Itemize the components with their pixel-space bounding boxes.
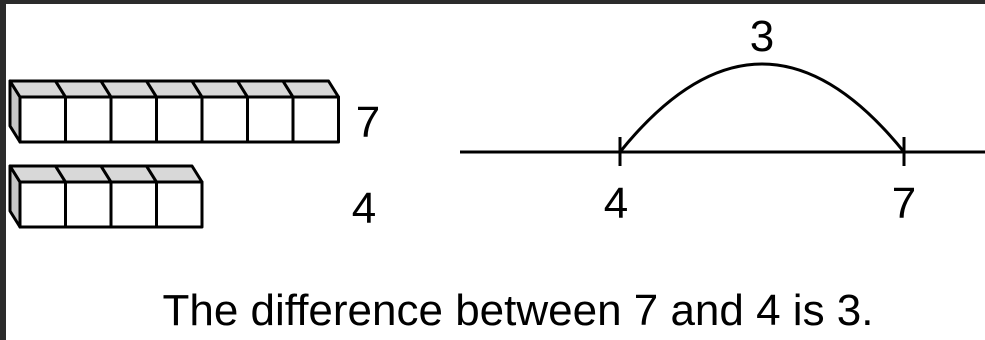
cube <box>155 95 204 144</box>
cube <box>18 95 67 144</box>
cube <box>200 95 249 144</box>
cube-top-face <box>281 79 340 99</box>
cube <box>109 180 158 229</box>
cube <box>246 95 295 144</box>
cube <box>291 95 340 144</box>
number-line-start-label: 4 <box>604 179 628 228</box>
cube-train-7 <box>8 79 340 144</box>
cube <box>64 180 113 229</box>
cube-top-face <box>145 164 204 184</box>
number-line-end-label: 7 <box>892 179 916 228</box>
cube <box>18 180 67 229</box>
cube-train-4 <box>8 164 204 229</box>
cube-train-7-label: 7 <box>356 98 380 147</box>
cube <box>155 180 204 229</box>
caption: The difference between 7 and 4 is 3. <box>162 286 873 335</box>
cube <box>109 95 158 144</box>
jump-label: 3 <box>750 12 774 61</box>
jump-arc <box>618 62 906 153</box>
cube-train-4-label: 4 <box>352 184 376 233</box>
cube <box>64 95 113 144</box>
